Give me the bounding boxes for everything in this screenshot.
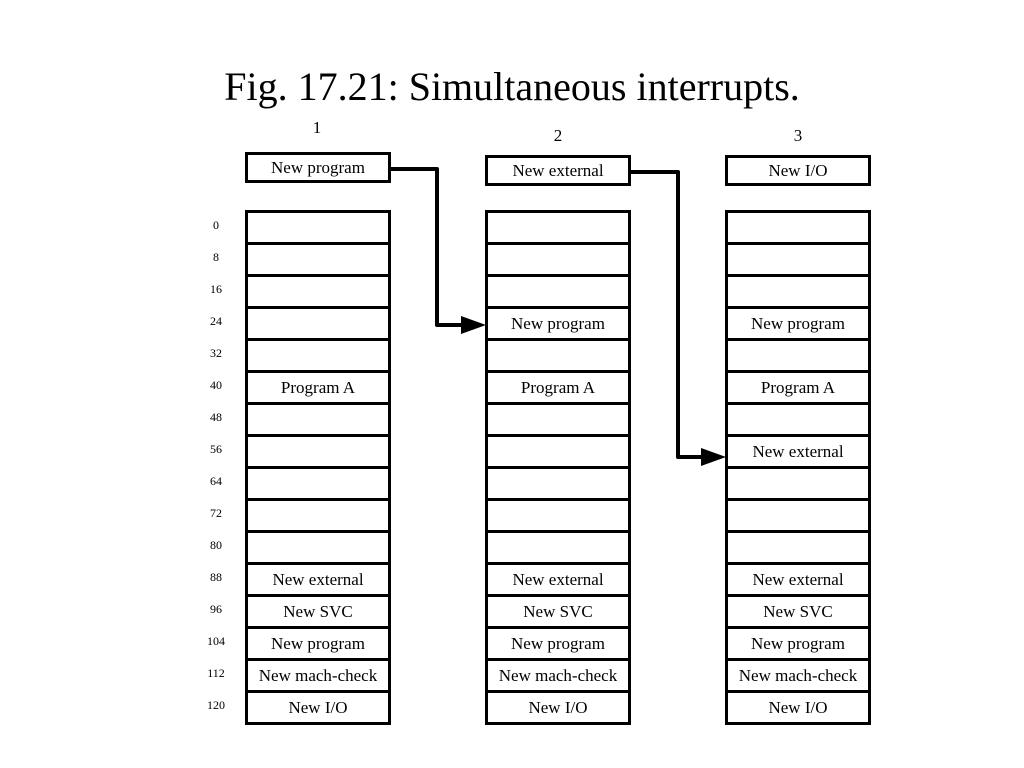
memory-cell <box>488 405 628 437</box>
memory-cell: New external <box>728 437 868 469</box>
memory-cell: New mach-check <box>488 661 628 693</box>
memory-cell: New external <box>728 565 868 597</box>
address-label: 32 <box>210 346 222 360</box>
memory-cell: New SVC <box>488 597 628 629</box>
top-box-1: New program <box>245 152 391 183</box>
memory-cell <box>248 277 388 309</box>
address-label: 40 <box>210 378 222 392</box>
address-label: 96 <box>210 602 222 616</box>
figure-title: Fig. 17.21: Simultaneous interrupts. <box>224 64 800 109</box>
address-label: 80 <box>210 538 222 552</box>
memory-cell <box>728 341 868 373</box>
memory-cell <box>248 437 388 469</box>
memory-cell: New program <box>488 309 628 341</box>
memory-cell <box>488 277 628 309</box>
memory-cell <box>488 469 628 501</box>
memory-cell <box>248 469 388 501</box>
memory-cell: Program A <box>488 373 628 405</box>
memory-cell: New SVC <box>248 597 388 629</box>
memory-cell: New external <box>488 565 628 597</box>
address-label: 24 <box>210 314 222 328</box>
memory-cell: Program A <box>248 373 388 405</box>
memory-cell <box>248 245 388 277</box>
address-label: 64 <box>210 474 222 488</box>
memory-cell <box>248 309 388 341</box>
memory-cell: New mach-check <box>728 661 868 693</box>
memory-cell: New program <box>728 309 868 341</box>
memory-cell: New I/O <box>528 697 588 717</box>
memory-cell <box>728 405 868 437</box>
memory-cell <box>728 245 868 277</box>
address-label: 16 <box>210 282 222 296</box>
memory-cell <box>248 501 388 533</box>
address-label: 88 <box>210 570 222 584</box>
arrow-1-to-2 <box>391 167 476 327</box>
memory-cell <box>488 533 628 565</box>
address-label: 0 <box>213 218 219 232</box>
column-number-2: 2 <box>553 126 563 145</box>
memory-cell: New mach-check <box>248 661 388 693</box>
memory-cell <box>728 213 868 245</box>
memory-cell <box>248 213 388 245</box>
memory-cell: New program <box>728 629 868 661</box>
top-box-2: New external <box>485 155 631 186</box>
memory-cell <box>248 405 388 437</box>
memory-cell <box>248 341 388 373</box>
memory-cell: New I/O <box>768 697 828 717</box>
arrowhead-1-to-2 <box>461 316 486 334</box>
memory-cell <box>488 245 628 277</box>
top-box-3: New I/O <box>725 155 871 186</box>
arrowhead-2-to-3 <box>701 448 726 466</box>
arrow-2-to-3 <box>631 170 716 459</box>
column-number-1: 1 <box>312 118 322 137</box>
address-label: 72 <box>210 506 222 520</box>
address-label: 8 <box>213 250 219 264</box>
address-label: 104 <box>207 634 225 648</box>
address-label: 120 <box>207 698 225 712</box>
memory-cell <box>488 501 628 533</box>
memory-cell: Program A <box>728 373 868 405</box>
memory-cell <box>488 341 628 373</box>
memory-cell <box>248 533 388 565</box>
memory-cell <box>728 501 868 533</box>
address-label: 112 <box>207 666 225 680</box>
memory-cell <box>488 213 628 245</box>
memory-cell: New I/O <box>288 697 348 717</box>
memory-cell: New SVC <box>728 597 868 629</box>
memory-cell: New program <box>488 629 628 661</box>
memory-cell <box>728 533 868 565</box>
memory-cell: New program <box>248 629 388 661</box>
memory-cell <box>728 469 868 501</box>
address-label: 56 <box>210 442 222 456</box>
address-label: 48 <box>210 410 222 424</box>
memory-cell: New external <box>248 565 388 597</box>
column-number-3: 3 <box>793 126 803 145</box>
memory-cell <box>488 437 628 469</box>
memory-cell <box>728 277 868 309</box>
